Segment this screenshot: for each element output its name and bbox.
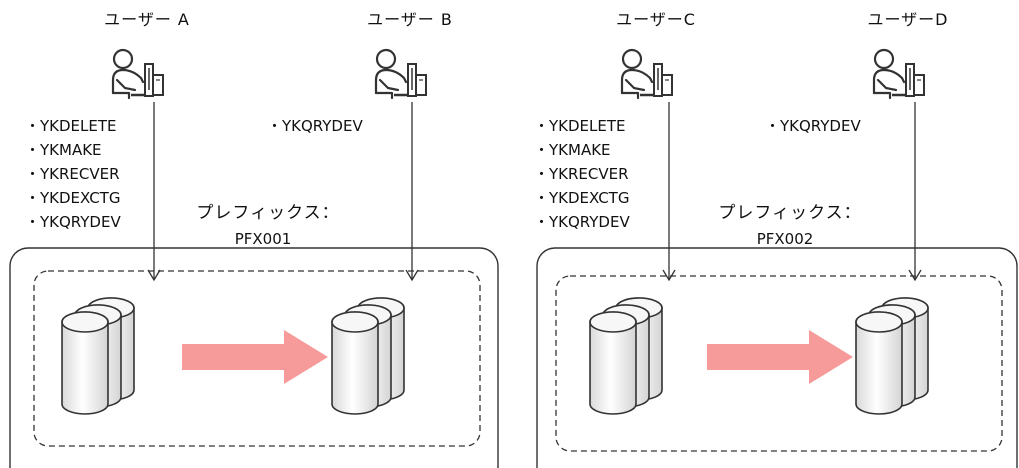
- command-item: ・YKDELETE: [534, 117, 626, 135]
- tower: [415, 74, 427, 96]
- cylinder-top: [589, 311, 637, 333]
- storage-system-box: [536, 247, 1018, 468]
- consistency-group-box: [33, 270, 481, 447]
- user-2: ユーザー B ・YKQRYDEV: [267, 10, 453, 282]
- prefix-group-1: ユーザー A ・YKDELETE ・YKMAKE ・YKRECVER ・YKDEXCTG…: [9, 10, 499, 468]
- disk-stack-icon: [589, 297, 663, 415]
- storage-system-box: [9, 247, 499, 468]
- cylinder-top: [331, 311, 379, 333]
- command-item: ・YKMAKE: [534, 141, 611, 159]
- command-item: ・YKDEXCTG: [534, 189, 629, 207]
- command-item: ・YKMAKE: [25, 141, 102, 159]
- cylinder-top: [855, 311, 903, 333]
- access-arrow: [908, 102, 922, 282]
- access-arrowhead: [405, 269, 419, 282]
- user-head: [112, 48, 134, 70]
- access-arrow: [662, 102, 676, 282]
- command-item: ・YKDEXCTG: [25, 189, 120, 207]
- access-arrowhead: [662, 269, 676, 282]
- copy-arrow-icon: [182, 330, 328, 384]
- prefix-value: PFX001: [235, 230, 292, 248]
- user-label: ユーザーC: [616, 10, 696, 29]
- user-label: ユーザー A: [104, 10, 190, 29]
- copy-arrow-icon: [707, 330, 853, 384]
- tower: [913, 74, 925, 96]
- consistency-group-box: [555, 275, 1003, 452]
- user-limbs: [374, 78, 400, 100]
- prefix-group-2: ユーザーC ・YKDELETE ・YKMAKE ・YKRECVER ・YKDEXCTG ・…: [534, 10, 1018, 468]
- user-limbs: [872, 78, 898, 100]
- user-limbs: [111, 78, 137, 100]
- user-1: ユーザー A ・YKDELETE ・YKMAKE ・YKRECVER ・YKDEXCTG…: [25, 10, 190, 282]
- command-item: ・YKQRYDEV: [25, 213, 121, 231]
- user-head: [375, 48, 397, 70]
- command-item: ・YKQRYDEV: [534, 213, 630, 231]
- user-3: ユーザーC ・YKDELETE ・YKMAKE ・YKRECVER ・YKDEXCTG ・…: [534, 10, 696, 282]
- command-item: ・YKRECVER: [25, 165, 120, 183]
- user-limbs: [620, 78, 646, 100]
- tower: [661, 74, 673, 96]
- user-at-computer-icon: [374, 48, 427, 100]
- disk-cylinder: [331, 311, 379, 415]
- disk-stack-icon: [855, 297, 929, 415]
- user-body: [111, 68, 145, 95]
- disk-cylinder: [61, 311, 109, 415]
- cylinder-top: [61, 311, 109, 333]
- user-body: [374, 68, 408, 95]
- user-at-computer-icon: [620, 48, 673, 100]
- user-at-computer-icon: [872, 48, 925, 100]
- user-head: [621, 48, 643, 70]
- command-item: ・YKRECVER: [534, 165, 629, 183]
- user-label: ユーザー B: [367, 10, 453, 29]
- prefix-value: PFX002: [757, 230, 814, 248]
- command-item: ・YKDELETE: [25, 117, 117, 135]
- prefix-title: プレフィックス：: [718, 203, 861, 223]
- user-4: ユーザーD ・YKQRYDEV: [765, 10, 948, 282]
- disk-cylinder: [855, 311, 903, 415]
- command-item: ・YKQRYDEV: [765, 117, 861, 135]
- prefix-title: プレフィックス：: [196, 203, 339, 223]
- disk-stack-icon: [331, 297, 405, 415]
- access-arrow: [405, 102, 419, 282]
- access-arrow: [147, 102, 161, 282]
- disk-stack-icon: [61, 297, 135, 415]
- user-at-computer-icon: [111, 48, 164, 100]
- access-arrowhead: [147, 269, 161, 282]
- user-head: [873, 48, 895, 70]
- tower: [152, 74, 164, 96]
- user-label: ユーザーD: [867, 10, 948, 29]
- user-body: [620, 68, 654, 95]
- disk-cylinder: [589, 311, 637, 415]
- access-arrowhead: [908, 269, 922, 282]
- user-body: [872, 68, 906, 95]
- command-item: ・YKQRYDEV: [267, 117, 363, 135]
